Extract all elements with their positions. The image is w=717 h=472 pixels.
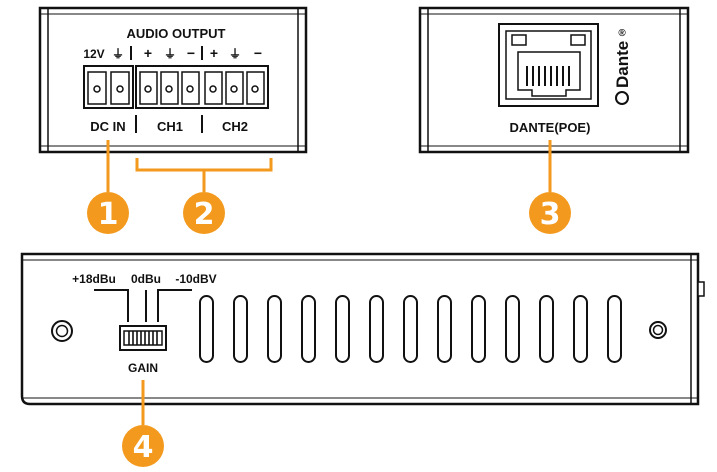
ch1-label: CH1 (157, 119, 183, 134)
callout-number-1: 1 (98, 197, 119, 232)
audio-output-panel: AUDIO OUTPUT 12V ⏚ + ⏚ − + ⏚ − (38, 6, 308, 154)
ch2-label: CH2 (222, 119, 248, 134)
gain-level-0dbu: 0dBu (131, 272, 161, 286)
pin-label-ch2-minus: − (254, 45, 262, 61)
callout-number-4: 4 (133, 430, 154, 465)
pin-label-ch1-plus: + (144, 45, 152, 61)
gain-level-18dbu: +18dBu (72, 272, 116, 286)
pin-label-12v: 12V (83, 47, 104, 61)
ventilation-slots (199, 295, 622, 363)
gain-level-10dbv: -10dBV (175, 272, 216, 286)
side-panel: +18dBu 0dBu -10dBV GAIN (20, 252, 705, 406)
right-screw (649, 321, 667, 339)
left-screw (51, 320, 73, 342)
pin-label-ground-dc: ⏚ (112, 47, 124, 61)
callout-badge-1: 1 (87, 192, 129, 234)
gain-label: GAIN (128, 361, 158, 375)
callout-number-2: 2 (194, 197, 215, 232)
pin-label-ch2-ground: ⏚ (229, 47, 241, 61)
pin-label-ch2-plus: + (210, 45, 218, 61)
dante-panel: Dante ® DANTE(POE) (418, 6, 690, 154)
dc-in-connector (83, 65, 134, 109)
callout-number-3: 3 (540, 197, 561, 232)
rj45-port (498, 23, 599, 107)
dc-in-label: DC IN (90, 119, 125, 134)
callout-badge-3: 3 (529, 192, 571, 234)
callout-badge-2: 2 (183, 192, 225, 234)
audio-output-title: AUDIO OUTPUT (127, 26, 226, 41)
dante-poe-label: DANTE(POE) (510, 120, 591, 135)
pin-label-ch1-ground: ⏚ (164, 47, 176, 61)
registered-mark: ® (618, 28, 626, 39)
dante-logo: Dante (613, 41, 632, 105)
audio-output-connector (135, 65, 269, 109)
callout-leaders (106, 140, 552, 425)
gain-switch (119, 325, 167, 351)
dante-logo-text: Dante (613, 41, 632, 88)
callout-badge-4: 4 (122, 425, 164, 467)
pin-label-ch1-minus: − (187, 45, 195, 61)
